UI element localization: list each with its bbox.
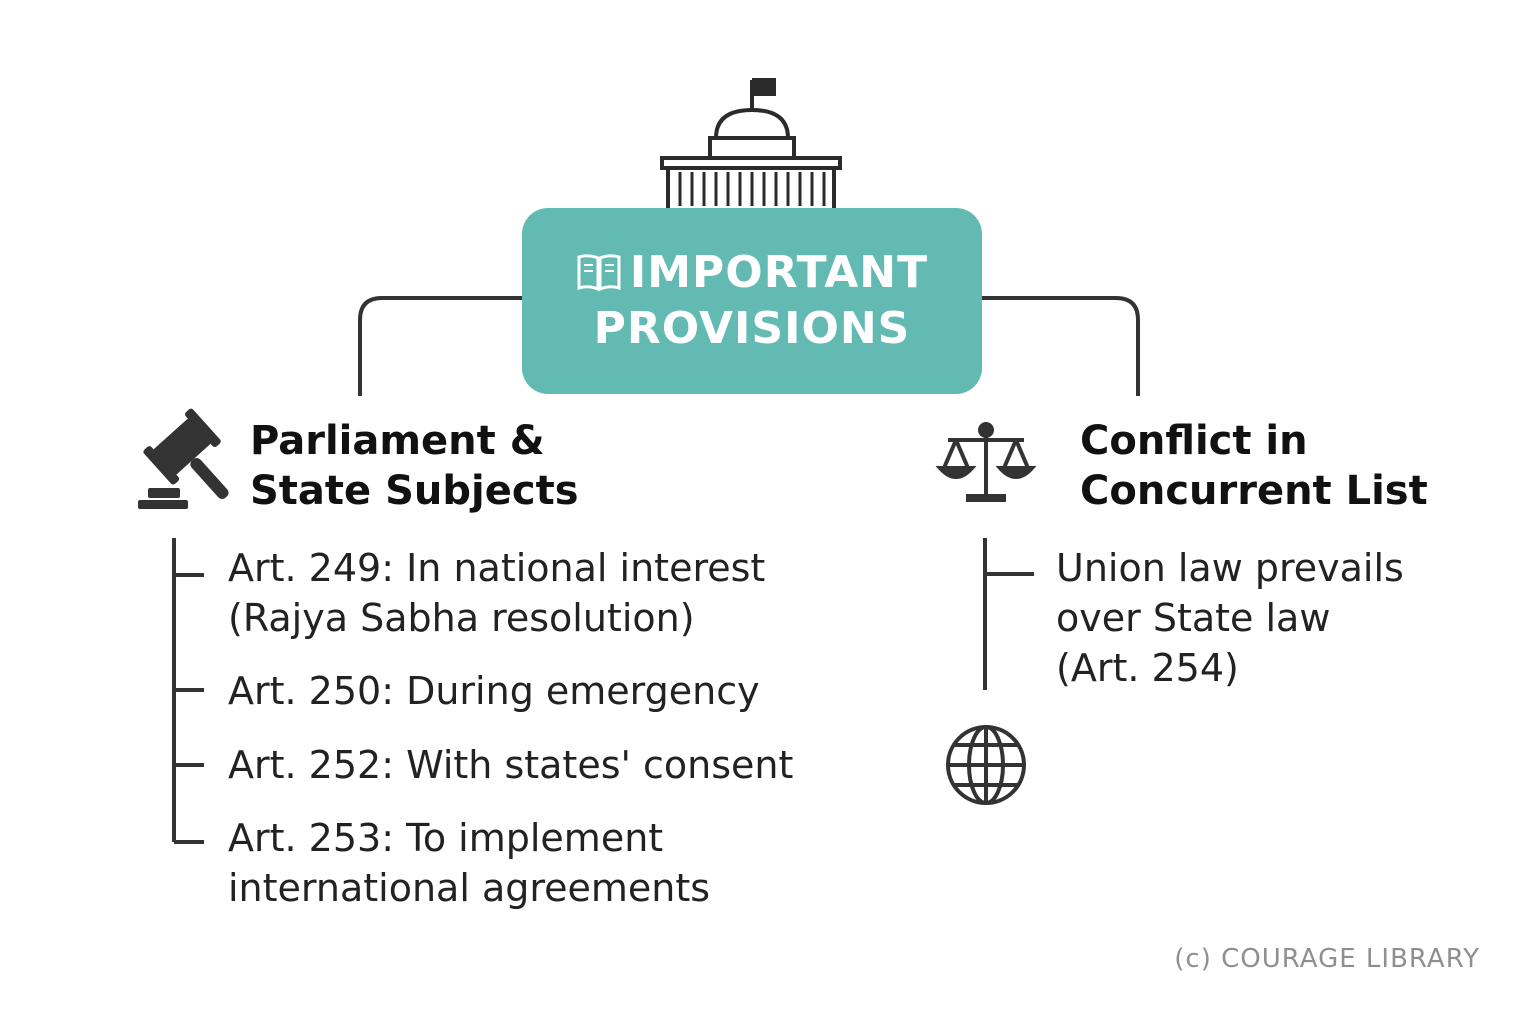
right-item-line2: over State law — [1056, 596, 1331, 640]
copyright-footer: (c) COURAGE LIBRARY — [1174, 944, 1480, 974]
right-item-art-254: Union law prevails over State law (Art. … — [1056, 543, 1404, 693]
parliament-building-icon — [658, 78, 844, 222]
left-item-art-249: Art. 249: In national interest (Rajya Sa… — [228, 543, 765, 643]
left-item-art-250: Art. 250: During emergency — [228, 666, 760, 716]
left-item-art-249-line2: (Rajya Sabha resolution) — [228, 596, 695, 640]
left-item-art-253: Art. 253: To implement international agr… — [228, 813, 710, 913]
scales-icon — [935, 422, 1037, 502]
left-item-art-252-line1: Art. 252: With states' consent — [228, 743, 794, 787]
left-item-art-250-line1: Art. 250: During emergency — [228, 669, 760, 713]
right-item-line1: Union law prevails — [1056, 546, 1404, 590]
right-item-line3: (Art. 254) — [1056, 646, 1239, 690]
globe-icon — [946, 725, 1026, 805]
left-heading-line2: State Subjects — [250, 468, 579, 514]
connector-left — [358, 296, 522, 396]
connector-right — [982, 296, 1140, 396]
left-item-art-249-line1: Art. 249: In national interest — [228, 546, 766, 590]
left-heading: Parliament & State Subjects — [250, 416, 579, 516]
center-title-line2: PROVISIONS — [593, 303, 911, 354]
right-tree-lines — [983, 538, 1034, 690]
right-heading: Conflict in Concurrent List — [1080, 416, 1428, 516]
gavel-icon — [138, 408, 229, 509]
left-item-art-253-line2: international agreements — [228, 866, 711, 910]
left-item-art-253-line1: Art. 253: To implement — [228, 816, 664, 860]
left-tree-lines — [172, 538, 204, 844]
left-item-art-252: Art. 252: With states' consent — [228, 740, 793, 790]
right-heading-line1: Conflict in — [1080, 418, 1308, 464]
right-heading-line2: Concurrent List — [1080, 468, 1428, 514]
left-heading-line1: Parliament & — [250, 418, 545, 464]
center-title-box: IMPORTANT PROVISIONS — [522, 208, 982, 394]
book-icon — [577, 254, 621, 292]
center-title-line1: IMPORTANT — [629, 247, 929, 298]
